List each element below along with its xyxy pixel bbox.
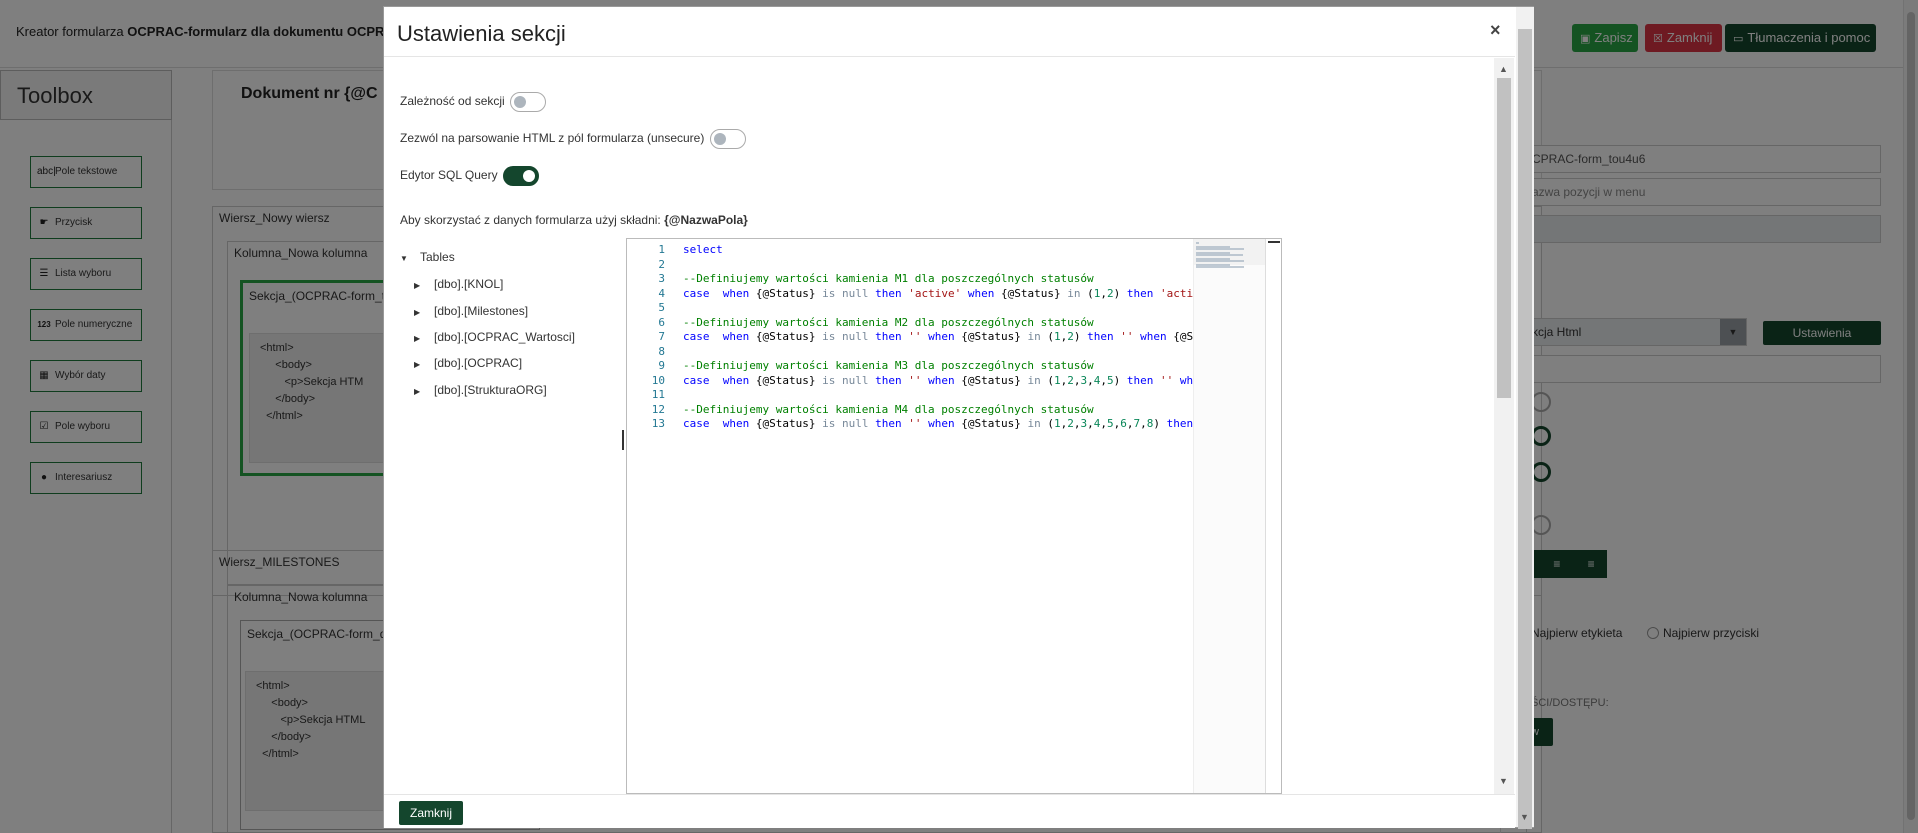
line-number: 7 <box>658 330 665 343</box>
tree-node-knol[interactable]: ▶ [dbo].[KNOL] <box>414 277 503 291</box>
option-label: Zezwól na parsowanie HTML z pól formular… <box>400 131 705 146</box>
minimap-line <box>1196 242 1199 244</box>
line-number: 8 <box>658 344 665 358</box>
sql-editor-toggle[interactable] <box>502 166 539 186</box>
code-line: --Definiujemy wartości kamienia M3 dla p… <box>683 359 1094 372</box>
caret-right-icon: ▶ <box>414 308 421 317</box>
modal-footer: Zamknij <box>384 794 1515 828</box>
tree-node-label: [dbo].[StrukturaORG] <box>434 383 547 397</box>
caret-right-icon: ▶ <box>414 387 421 396</box>
modal-title: Ustawienia sekcji <box>397 21 566 46</box>
tree-node-label: [dbo].[KNOL] <box>434 277 504 291</box>
editor-scrollbar[interactable] <box>1265 239 1281 793</box>
sql-editor-option: Edytor SQL Query <box>400 166 539 186</box>
code-area[interactable]: select --Definiujemy wartości kamienia M1… <box>683 239 1193 793</box>
hint-text: Aby skorzystać z danych formularza użyj … <box>400 213 661 227</box>
toggle-knob <box>713 133 726 145</box>
editor-minimap[interactable] <box>1193 239 1266 793</box>
line-number: 11 <box>651 388 665 401</box>
tree-node-label: [dbo].[OCPRAC_Wartosci] <box>434 330 575 344</box>
line-number: 10 <box>651 373 665 387</box>
minimap-line <box>1196 246 1230 248</box>
scroll-down-icon[interactable]: ▼ <box>1520 812 1529 822</box>
minimap-line <box>1196 254 1243 256</box>
editor-scroll-indicator <box>1268 241 1280 243</box>
code-line: case when {@Status} is null then '' when… <box>683 330 1193 343</box>
modal-body-scrollbar[interactable]: ▲ ▼ <box>1494 58 1514 794</box>
scroll-down-icon[interactable]: ▼ <box>1499 776 1508 786</box>
line-number: 12 <box>651 402 665 416</box>
close-modal-button[interactable]: Zamknij <box>399 801 463 825</box>
section-settings-modal: Ustawienia sekcji × Zależność od sekcji … <box>383 6 1534 829</box>
minimap-line <box>1196 260 1244 262</box>
modal-body: Zależność od sekcji Zezwól na parsowanie… <box>384 58 1515 794</box>
minimap-line <box>1196 258 1230 260</box>
line-number: 4 <box>658 286 665 300</box>
option-label: Zależność od sekcji <box>400 94 505 109</box>
code-line: --Definiujemy wartości kamienia M4 dla p… <box>683 402 1094 416</box>
modal-header: Ustawienia sekcji × <box>384 7 1515 57</box>
tree-node-label: [dbo].[OCPRAC] <box>434 356 523 370</box>
code-line: --Definiujemy wartości kamienia M1 dla p… <box>683 272 1094 285</box>
line-number: 5 <box>658 301 665 314</box>
section-dependency-option: Zależność od sekcji <box>400 92 547 112</box>
hint-syntax: {@NazwaPola} <box>664 213 748 227</box>
option-label: Edytor SQL Query <box>400 168 498 183</box>
code-line: --Definiujemy wartości kamienia M2 dla p… <box>683 315 1094 329</box>
tree-node-label: [dbo].[Milestones] <box>434 304 529 318</box>
tree-root-tables[interactable]: ▼ Tables <box>400 250 455 264</box>
code-line: case when {@Status} is null then '' when… <box>683 373 1193 387</box>
line-number: 6 <box>658 315 665 329</box>
caret-right-icon: ▶ <box>414 360 421 369</box>
code-line: case when {@Status} is null then '' when… <box>683 417 1193 430</box>
modal-scrollbar[interactable]: ▼ <box>1516 7 1534 829</box>
caret-right-icon: ▶ <box>414 334 421 343</box>
line-number: 1 <box>658 243 665 256</box>
line-number: 9 <box>658 359 665 372</box>
line-number: 3 <box>658 272 665 285</box>
tree-node-ocprac[interactable]: ▶ [dbo].[OCPRAC] <box>414 356 522 370</box>
caret-down-icon: ▼ <box>400 254 408 263</box>
parse-html-toggle[interactable] <box>709 129 746 149</box>
minimap-line <box>1196 248 1244 250</box>
toggle-knob <box>514 96 527 108</box>
parse-html-option: Zezwól na parsowanie HTML z pól formular… <box>400 129 746 149</box>
modal-scrollbar-thumb[interactable] <box>1518 29 1532 829</box>
minimap-line <box>1196 266 1244 268</box>
scrollbar-thumb[interactable] <box>1497 78 1511 398</box>
line-number: 2 <box>658 257 665 271</box>
tree-node-strukturaorg[interactable]: ▶ [dbo].[StrukturaORG] <box>414 383 547 397</box>
scroll-up-icon[interactable]: ▲ <box>1499 64 1508 74</box>
line-number: 13 <box>651 417 665 430</box>
tree-node-ocprac-wartosci[interactable]: ▶ [dbo].[OCPRAC_Wartosci] <box>414 330 575 344</box>
minimap-line <box>1196 252 1230 254</box>
code-line: select <box>683 243 723 256</box>
minimap-line <box>1196 264 1230 266</box>
tree-node-label: Tables <box>420 250 455 264</box>
code-line: case when {@Status} is null then 'active… <box>683 286 1193 300</box>
toggle-knob <box>522 170 535 182</box>
close-icon[interactable]: × <box>1490 20 1501 40</box>
pane-splitter[interactable] <box>622 430 624 450</box>
caret-right-icon: ▶ <box>414 281 421 290</box>
section-dependency-toggle[interactable] <box>510 92 547 112</box>
tree-node-milestones[interactable]: ▶ [dbo].[Milestones] <box>414 304 528 318</box>
syntax-hint: Aby skorzystać z danych formularza użyj … <box>400 213 748 227</box>
